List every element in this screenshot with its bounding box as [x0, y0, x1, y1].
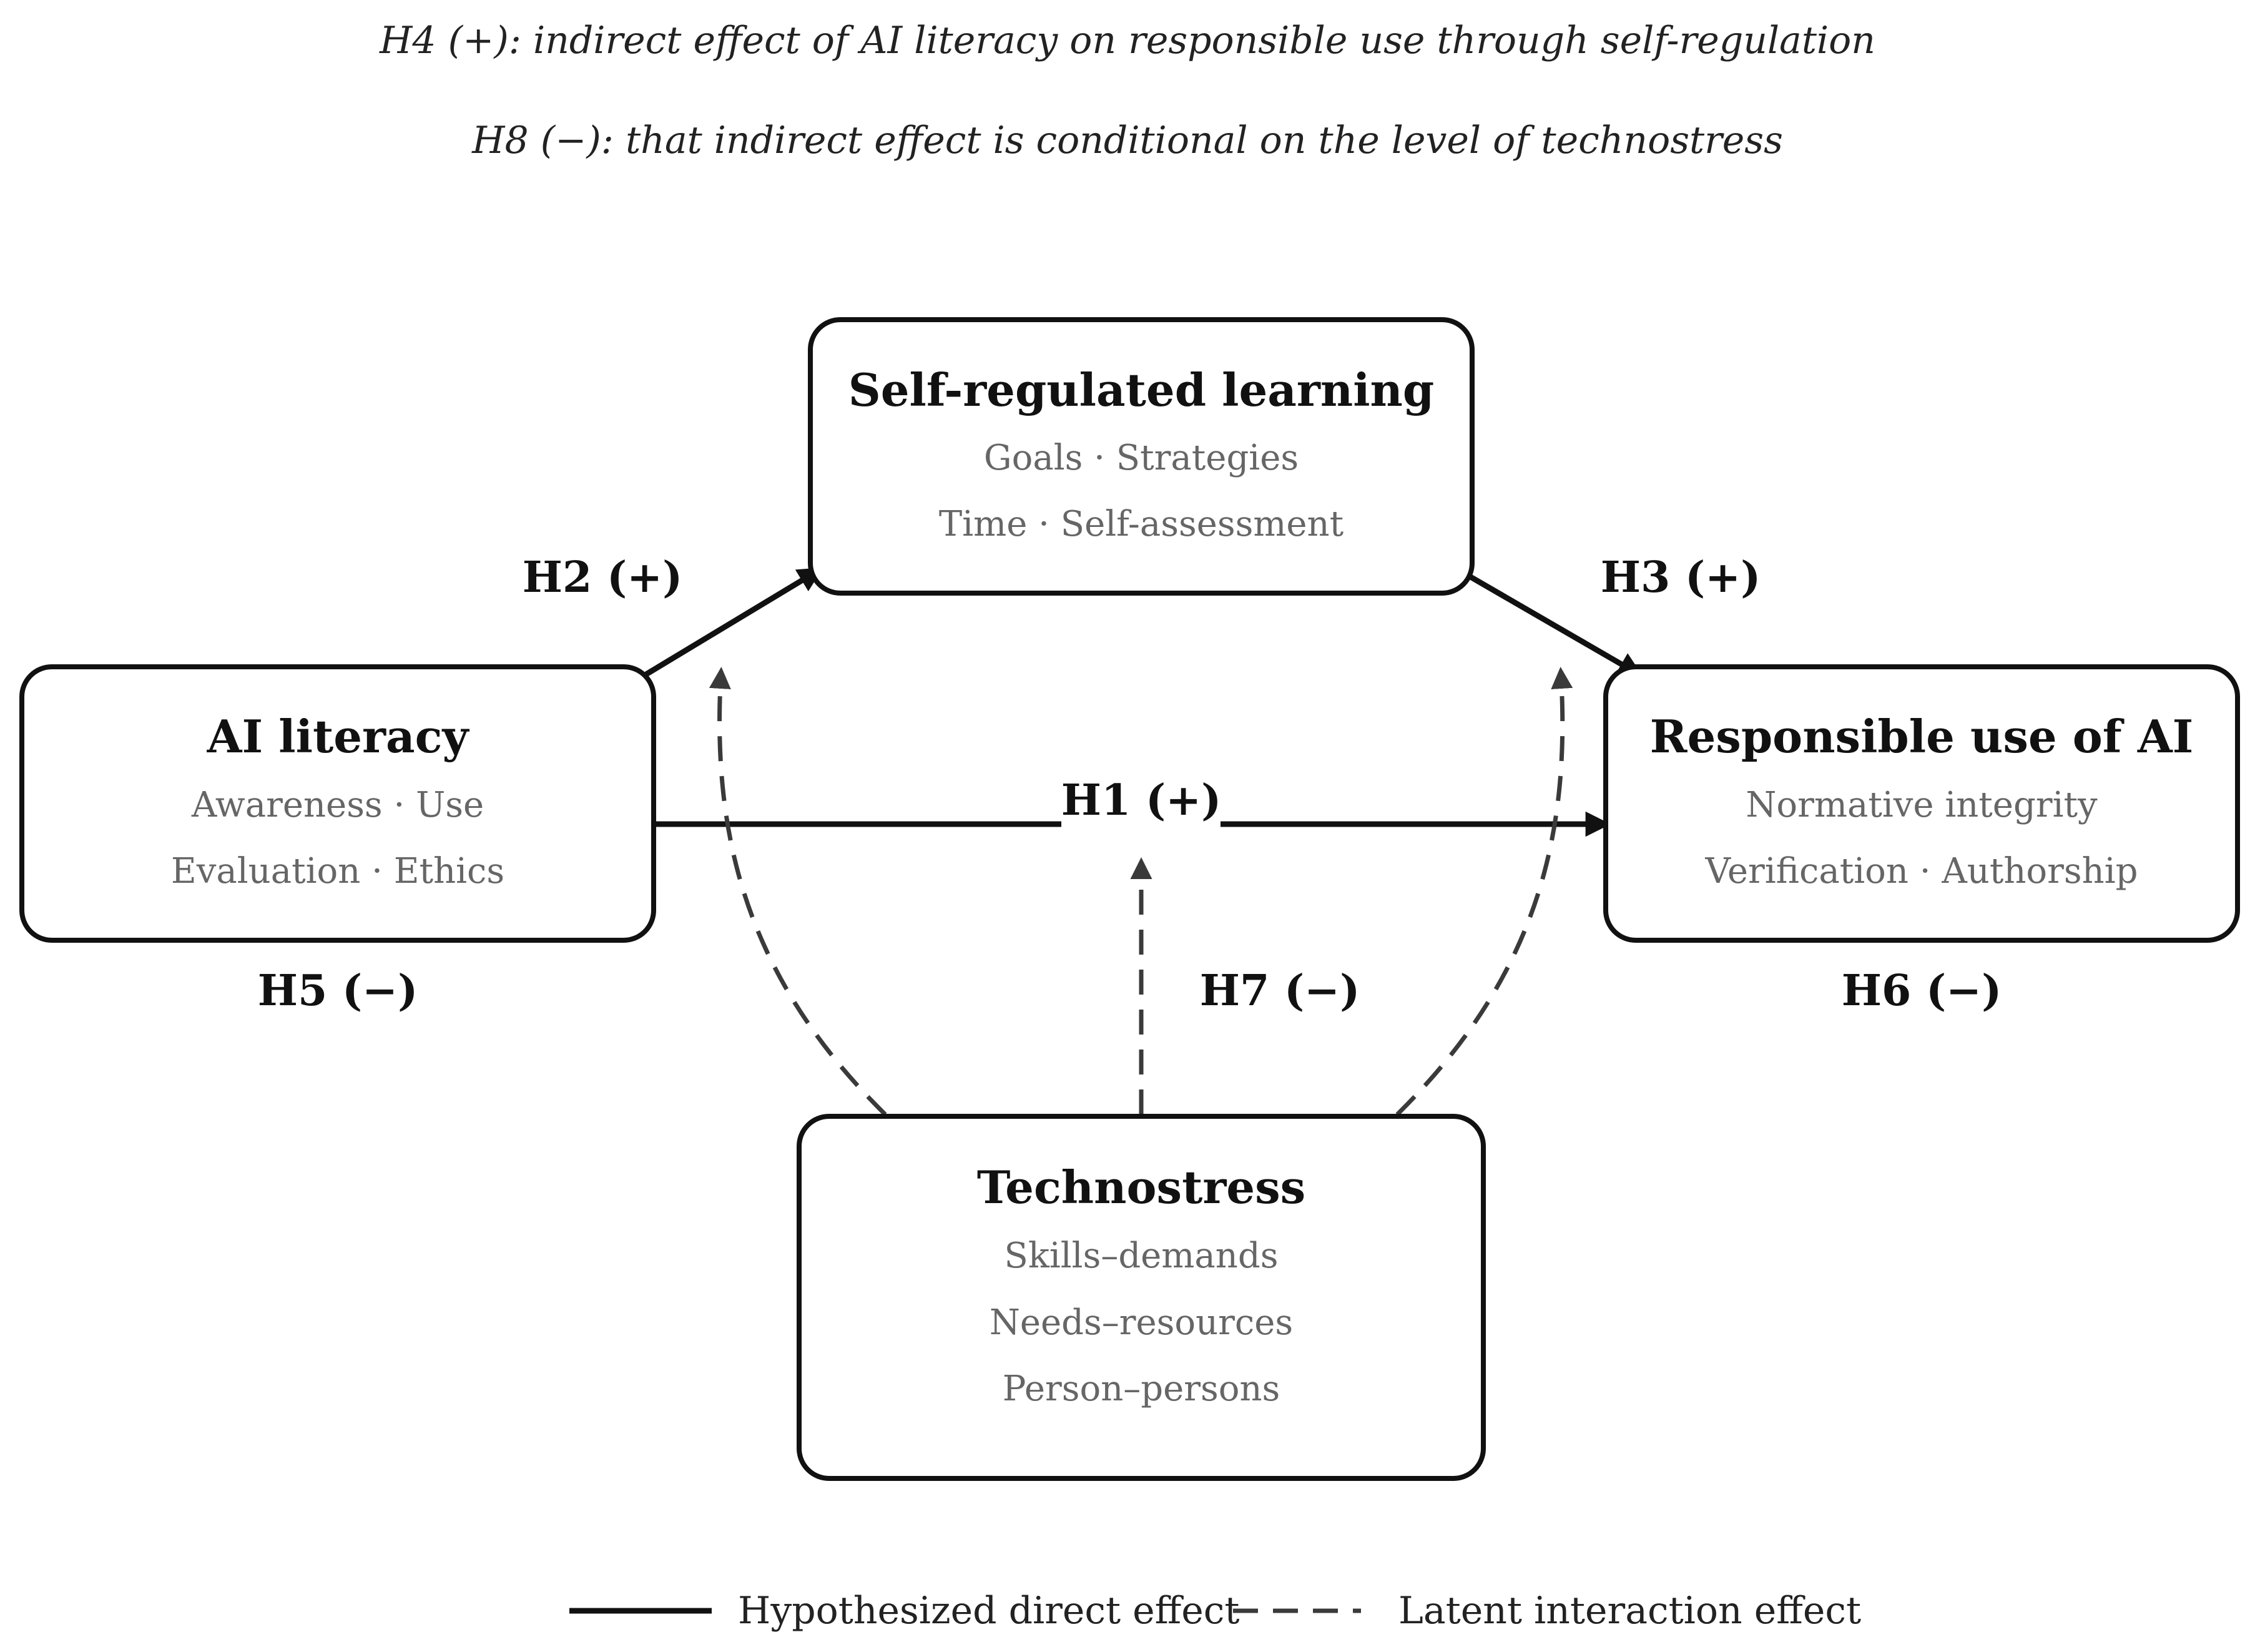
responsible-line-2: Verification · Authorship	[1705, 851, 2138, 892]
label-h2: H2 (+)	[523, 553, 683, 602]
label-h5: H5 (−)	[258, 966, 418, 1016]
legend-direct-label: Hypothesized direct effect	[738, 1589, 1240, 1633]
technostress-title: Technostress	[977, 1161, 1305, 1214]
label-h6: H6 (−)	[1842, 966, 2002, 1016]
technostress-line-3: Person–persons	[1003, 1369, 1280, 1409]
label-h7: H7 (−)	[1200, 966, 1360, 1016]
moderation-h5-arrow	[709, 667, 887, 1116]
moderation-h6-arrow	[1395, 667, 1573, 1116]
path-h3-arrow	[1466, 573, 1644, 677]
srl-title: Self-regulated learning	[848, 363, 1435, 416]
ai-literacy-title: AI literacy	[207, 710, 470, 763]
ai-literacy-line-2: Evaluation · Ethics	[171, 851, 504, 892]
srl-line-2: Time · Self-assessment	[939, 504, 1344, 544]
construct-technostress: Technostress Skills–demands Needs–resour…	[797, 1114, 1486, 1481]
label-h1: H1 (+)	[1061, 775, 1222, 825]
path-h2-arrow	[644, 567, 823, 677]
construct-ai-literacy: AI literacy Awareness · Use Evaluation ·…	[19, 664, 656, 943]
responsible-line-1: Normative integrity	[1746, 785, 2098, 825]
construct-responsible-use: Responsible use of AI Normative integrit…	[1603, 664, 2240, 943]
legend: Hypothesized direct effect Latent intera…	[569, 1589, 1861, 1633]
legend-interaction-label: Latent interaction effect	[1398, 1589, 1861, 1633]
hypothesis-h4-text: H4 (+): indirect effect of AI literacy o…	[379, 19, 1875, 62]
srl-line-1: Goals · Strategies	[984, 438, 1299, 478]
technostress-line-1: Skills–demands	[1005, 1236, 1279, 1276]
label-h3: H3 (+)	[1601, 553, 1761, 602]
responsible-title: Responsible use of AI	[1650, 710, 2194, 763]
hypothesis-h8-text: H8 (−): that indirect effect is conditio…	[471, 119, 1783, 162]
ai-literacy-line-1: Awareness · Use	[191, 785, 484, 825]
construct-self-regulated-learning: Self-regulated learning Goals · Strategi…	[808, 317, 1475, 596]
technostress-line-2: Needs–resources	[990, 1302, 1293, 1343]
